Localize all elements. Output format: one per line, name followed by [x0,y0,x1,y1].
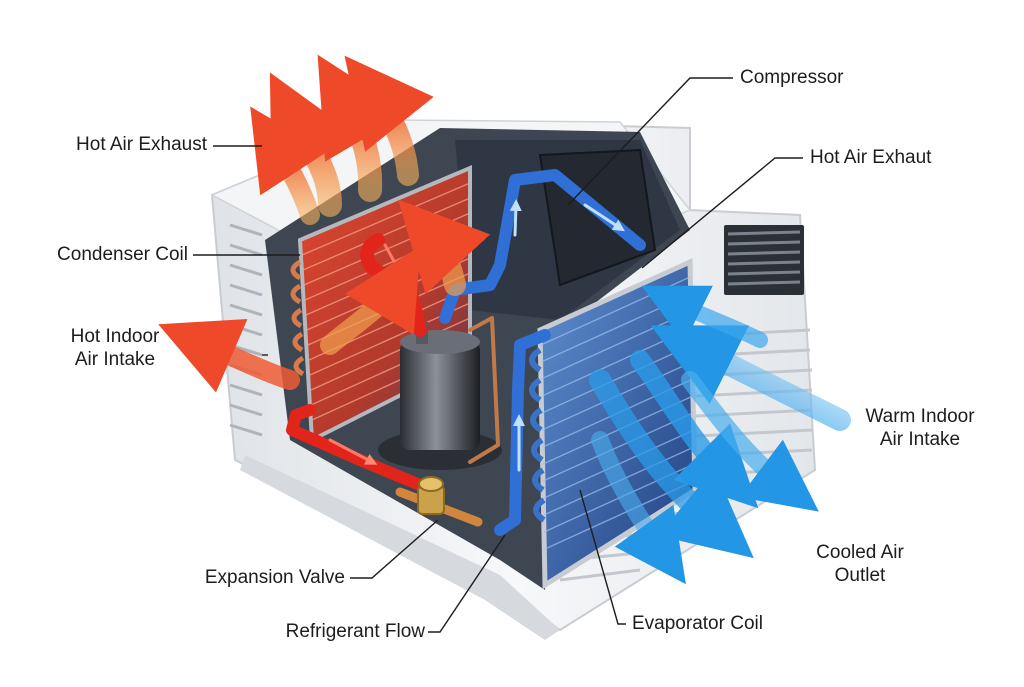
label-evaporator-coil: Evaporator Coil [632,612,763,635]
label-hot-indoor-air-intake: Hot Indoor Air Intake [60,325,170,371]
label-hot-air-exhaust-left: Hot Air Exhaust [52,133,207,156]
label-cooled-air-outlet: Cooled Air Outlet [800,541,920,587]
label-refrigerant-flow: Refrigerant Flow [230,620,425,643]
label-cooled-air-line-1: Cooled Air [800,541,920,564]
label-hot-indoor-line-1: Hot Indoor [60,325,170,348]
label-cooled-air-line-2: Outlet [800,564,920,587]
label-warm-indoor-line-2: Air Intake [855,428,985,451]
label-warm-indoor-air-intake: Warm Indoor Air Intake [855,405,985,451]
label-condenser-coil: Condenser Coil [40,243,188,266]
label-hot-indoor-line-2: Air Intake [60,348,170,371]
label-compressor: Compressor [740,66,843,89]
label-warm-indoor-line-1: Warm Indoor [855,405,985,428]
label-hot-air-exhaust-right: Hot Air Exhaut [810,146,931,169]
top-vent [724,225,804,295]
label-expansion-valve: Expansion Valve [150,566,345,589]
